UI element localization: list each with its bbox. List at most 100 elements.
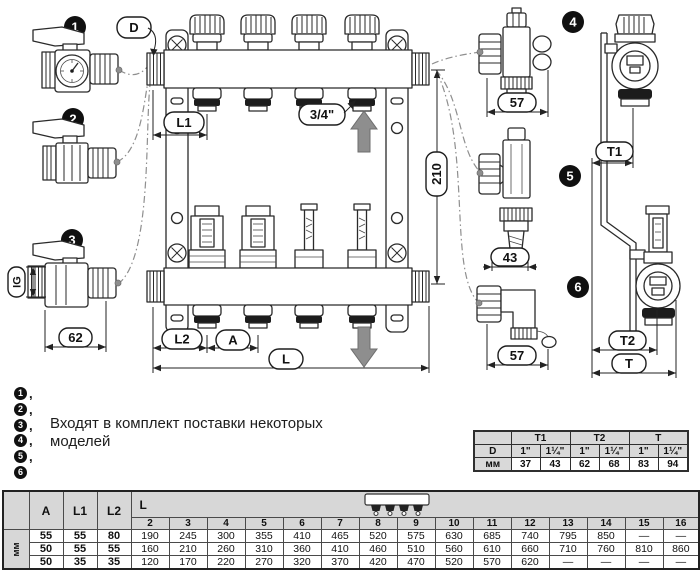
- group-header: T: [628, 430, 689, 445]
- outlet-count-cell: 12: [510, 517, 550, 530]
- label-d: D: [129, 20, 138, 35]
- legend-note-line1: Входят в комплект поставки некоторых: [50, 415, 323, 432]
- flow-down-arrow-icon: [350, 326, 378, 368]
- l-value-cell: 520: [358, 529, 398, 543]
- group-header: T1: [510, 430, 571, 445]
- legend-badge-icon: 2: [14, 403, 27, 417]
- l-value-cell: 300: [206, 529, 246, 543]
- return-manifold-side: [629, 205, 681, 326]
- l-value-cell: 520: [434, 555, 474, 570]
- a-value-cell: 55: [28, 529, 64, 543]
- l-value-cell: 610: [472, 542, 512, 556]
- col-header-l: L: [130, 490, 700, 518]
- outlet-count-cell: 10: [434, 517, 474, 530]
- l-value-cell: 620: [510, 555, 550, 570]
- label-t1: T1: [607, 144, 622, 159]
- l-value-cell: —: [548, 555, 588, 570]
- a-value-cell: 50: [28, 555, 64, 570]
- l-value-cell: 270: [244, 555, 284, 570]
- label-l2: L2: [174, 332, 189, 347]
- l-value-cell: 310: [244, 542, 284, 556]
- supply-manifold-side: [604, 14, 659, 107]
- component-elbow-drain: 6 57: [475, 276, 589, 370]
- butterfly-handle: [532, 35, 552, 53]
- l-value-cell: 510: [396, 542, 436, 556]
- outlet-count-cell: 15: [624, 517, 664, 530]
- label-l: L: [282, 352, 290, 367]
- l-value-cell: 465: [320, 529, 360, 543]
- dimension-57-top: 57: [486, 70, 549, 117]
- l-value-cell: 360: [282, 542, 322, 556]
- label-t: T: [625, 356, 633, 371]
- dimension-43: 43: [483, 247, 537, 271]
- component-ball-valve: 2: [32, 108, 121, 184]
- unit-label: мм: [10, 541, 22, 557]
- l-value-cell: 570: [472, 555, 512, 570]
- flow-up-arrow-icon: [350, 110, 378, 153]
- dimension-outlet-size: 3/4": [298, 100, 356, 126]
- legend-badge-icon: 4: [14, 434, 27, 448]
- outlet-count-cell: 4: [206, 517, 246, 530]
- outlet-count-cell: 9: [396, 517, 436, 530]
- a-value-cell: 50: [28, 542, 64, 556]
- thread-size-cell: 1": [628, 444, 659, 458]
- mm-value-cell: 83: [628, 457, 659, 472]
- label-57-top: 57: [510, 95, 524, 110]
- outlet-count-cell: 2: [130, 517, 170, 530]
- row-header-d: D: [473, 444, 512, 458]
- badge-4: [562, 11, 584, 33]
- l2-value-cell: 55: [96, 542, 132, 556]
- badge-5: [559, 165, 581, 187]
- dimension-62: 62: [44, 301, 107, 352]
- legend-note-line2: моделей: [50, 432, 111, 450]
- col-header-l2: L2: [96, 490, 132, 530]
- component-ball-valve-ig: 3 IG 62: [7, 229, 122, 352]
- l-value-cell: 245: [168, 529, 208, 543]
- label-62: 62: [68, 330, 82, 345]
- l-value-cell: 260: [206, 542, 246, 556]
- label-210: 210: [429, 163, 444, 185]
- legend-item: 6: [14, 464, 33, 480]
- l-value-cell: 190: [130, 529, 170, 543]
- l-value-cell: 860: [662, 542, 700, 556]
- mm-value-cell: 94: [657, 457, 689, 472]
- l-value-cell: 160: [130, 542, 170, 556]
- l-value-cell: —: [662, 529, 700, 543]
- l-value-cell: 410: [320, 542, 360, 556]
- dimension-d: D: [116, 16, 158, 56]
- thermometer-icon: [55, 54, 89, 88]
- l-header-label: L: [139, 497, 147, 512]
- row-header-mm: мм: [473, 457, 512, 472]
- l-value-cell: 850: [586, 529, 626, 543]
- return-manifold-bar: [146, 267, 430, 306]
- connection-lines: [116, 51, 481, 303]
- badge-6: [567, 276, 589, 298]
- supply-outlets: [192, 87, 377, 112]
- l-value-cell: —: [624, 555, 664, 570]
- l-value-cell: 575: [396, 529, 436, 543]
- legend-badge-icon: 3: [14, 418, 27, 432]
- label-a: A: [228, 333, 238, 348]
- dimension-210: 210: [425, 69, 448, 285]
- col-header-l1: L1: [62, 490, 98, 530]
- dimension-ig: IG: [7, 266, 46, 298]
- label-ig: IG: [12, 276, 24, 288]
- l-value-cell: 560: [434, 542, 474, 556]
- valve-handle: [32, 118, 85, 139]
- dimension-t2: T2: [592, 310, 658, 355]
- dimension-l: L: [153, 306, 430, 373]
- mm-value-cell: 43: [539, 457, 571, 472]
- svg-text:5: 5: [566, 169, 573, 184]
- wall-bracket: [600, 33, 631, 332]
- l-value-cell: 320: [282, 555, 322, 570]
- legend-separator: ,: [29, 386, 33, 402]
- manifold-side-view: T1 T2: [591, 14, 681, 378]
- l-value-cell: 220: [206, 555, 246, 570]
- l2-value-cell: 35: [96, 555, 132, 570]
- legend-separator: ,: [29, 417, 33, 433]
- l-value-cell: 470: [396, 555, 436, 570]
